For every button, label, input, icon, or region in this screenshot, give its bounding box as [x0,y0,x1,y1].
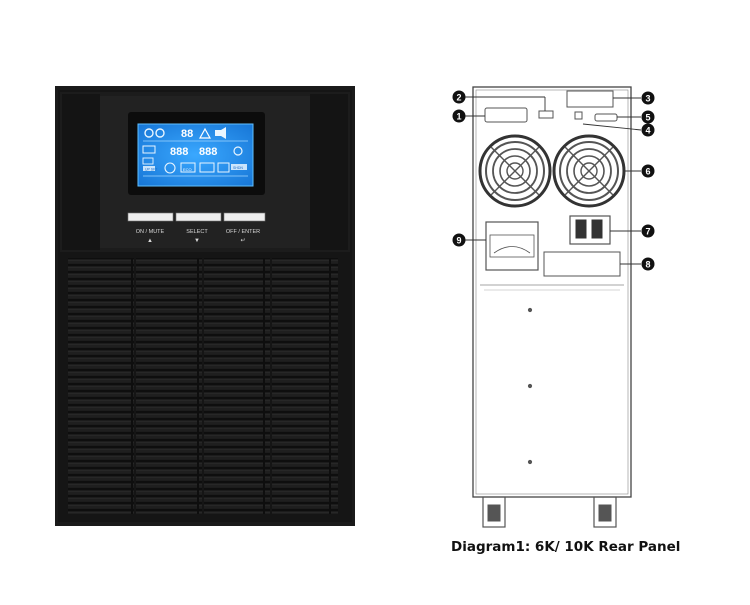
lcd-digits-right: 888 [199,146,217,158]
svg-text:3: 3 [645,94,650,104]
load-icon [217,162,230,173]
diagram-caption: Diagram1: 6K/ 10K Rear Panel [451,539,681,555]
callout-9: 9 [452,233,466,247]
svg-text:5: 5 [645,113,650,123]
callout-4: 4 [641,123,655,137]
part-1-slot [484,107,528,123]
clock-icon [144,128,154,138]
part-3-panel [566,90,614,108]
lcd-screen: 88 888 888 UP SFT ECO SHDN [137,123,254,187]
svg-text:4: 4 [645,126,650,136]
on-mute-label: ON / MUTE [136,229,165,235]
part-4-switch [574,111,583,120]
callout-8: 8 [641,257,655,271]
control-buttons: ON / MUTE ▲ SELECT ▼ OFF / ENTER ↵ [127,212,266,244]
off-enter-button[interactable] [223,212,266,222]
bulb-icon [233,146,243,156]
up-arrow-icon: ▲ [147,238,153,244]
rear-panel-diagram [465,86,642,528]
svg-text:1: 1 [456,112,461,122]
svg-text:9: 9 [456,236,461,246]
on-mute-button[interactable] [127,212,174,222]
inverter-icon [180,162,196,173]
callout-1: 1 [452,109,466,123]
warning-icon [198,127,212,139]
casters [482,496,617,528]
ups-front-unit: 88 888 888 UP SFT ECO SHDN ON [55,86,355,526]
rear-cabinet-outline [472,86,632,498]
speaker-icon [215,130,221,136]
part-9-terminal [485,221,539,271]
clock-icon-2 [155,128,165,138]
plug-icon [164,162,176,174]
lcd-digits-top: 88 [181,128,193,140]
svg-text:8: 8 [645,260,650,270]
enter-arrow-icon: ↵ [240,238,245,244]
part-8-plate [543,251,621,277]
output-icon [199,162,215,173]
lcd-tag-shdn: SHDN [233,166,243,170]
svg-text:2: 2 [456,93,461,103]
select-label: SELECT [186,229,208,235]
off-enter-label: OFF / ENTER [226,229,260,235]
down-arrow-icon: ▼ [194,238,200,244]
lcd-tag-eco: ECO [183,167,192,172]
callout-2: 2 [452,90,466,104]
callout-6: 6 [641,164,655,178]
part-5-connector [594,113,618,122]
callout-5: 5 [641,110,655,124]
lcd-tag-upsft: UP SFT [145,168,158,172]
select-button[interactable] [175,212,222,222]
callout-7: 7 [641,224,655,238]
svg-text:7: 7 [645,227,650,237]
svg-text:6: 6 [645,167,650,177]
callout-3: 3 [641,91,655,105]
part-7-breaker [569,215,611,245]
part-2-port [538,110,554,119]
battery-icon [142,145,156,154]
leader-lines [465,96,642,265]
callout-markers: 1 2 3 4 5 6 7 8 9 [452,90,655,271]
lcd-digits-left: 888 [170,146,188,158]
part-6-fans [478,134,626,208]
ventilation-grille [68,258,338,514]
